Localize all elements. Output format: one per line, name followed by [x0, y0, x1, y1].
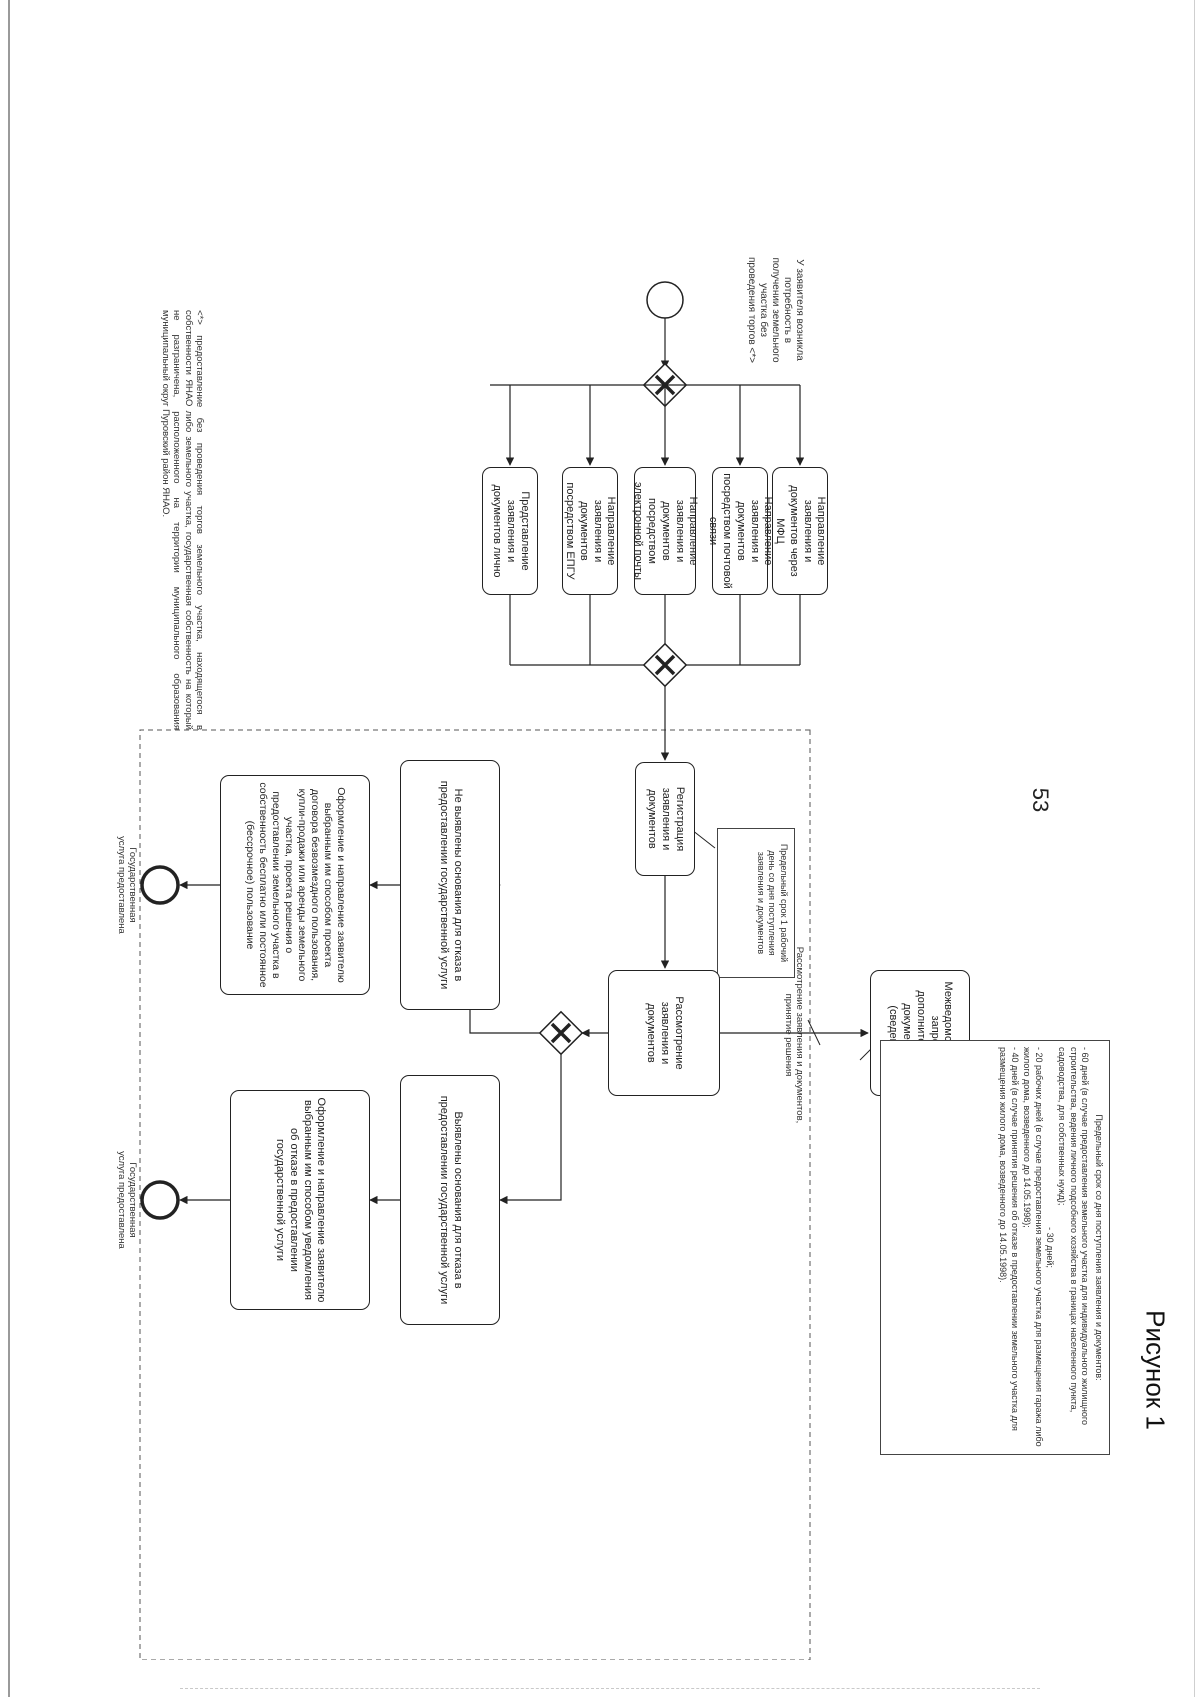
- end-event-positive: [140, 865, 180, 905]
- review-area-label: Рассмотрение заявления и документов, при…: [782, 946, 805, 1124]
- end-event-negative: [140, 1180, 180, 1220]
- footnote: <*> предоставление без проведения торгов…: [159, 310, 205, 730]
- refusal-grounds-box: Выявлены основания для отказа в предоста…: [400, 1075, 500, 1325]
- right-page-edge: [1194, 0, 1195, 1697]
- decision-gateway: [538, 1010, 584, 1056]
- registration-box: Регистрация заявления и документов: [635, 762, 695, 876]
- review-box: Рассмотрение заявления и документов: [608, 970, 720, 1096]
- channel-post-box: Направление заявления и документов посре…: [707, 467, 774, 595]
- deadline-note-item: - 30 дней;: [1045, 1227, 1056, 1268]
- process-diagram: У заявителя возникла потребность в получ…: [115, 256, 1110, 1660]
- review-area-frame: [139, 729, 811, 1660]
- result-negative-box: Оформление и направление заявителю выбра…: [230, 1090, 370, 1310]
- diagram-connectors: [139, 281, 881, 1660]
- channel-epgu-box: Направление заявления и документов посре…: [562, 467, 618, 595]
- channel-email-box: Направление заявления и документов посре…: [632, 467, 699, 595]
- channel-personal-box: Представление заявления и документов лич…: [482, 467, 538, 595]
- start-event: [646, 281, 684, 319]
- binding-edge-line: [8, 0, 10, 1697]
- result-positive-box: Оформление и направление заявителю выбра…: [220, 775, 370, 995]
- no-refusal-grounds-box: Не выявлены основания для отказа в предо…: [400, 760, 500, 1010]
- join-gateway: [642, 642, 688, 688]
- channel-mfc-box: Направление заявления и документов через…: [772, 467, 828, 595]
- deadline-note-item: - 20 рабочих дней (в случае предоставлен…: [1021, 1047, 1044, 1447]
- bottom-scan-artifact: [180, 1688, 1040, 1689]
- end-negative-label: Государственная услуга предоставлена: [115, 1151, 138, 1249]
- deadline-note-title: Предельный срок со дня поступления заявл…: [1094, 1114, 1104, 1381]
- deadline-note-item: - 40 дней (в случае принятия решения об …: [998, 1047, 1021, 1431]
- start-event-note: У заявителя возникла потребность в получ…: [746, 256, 805, 364]
- deadline-note-item: - 60 дней (в случае предоставления земел…: [1056, 1047, 1091, 1425]
- overall-deadline-note: Предельный срок со дня поступления заявл…: [880, 1040, 1110, 1455]
- end-positive-label: Государственная услуга предоставлена: [115, 836, 138, 934]
